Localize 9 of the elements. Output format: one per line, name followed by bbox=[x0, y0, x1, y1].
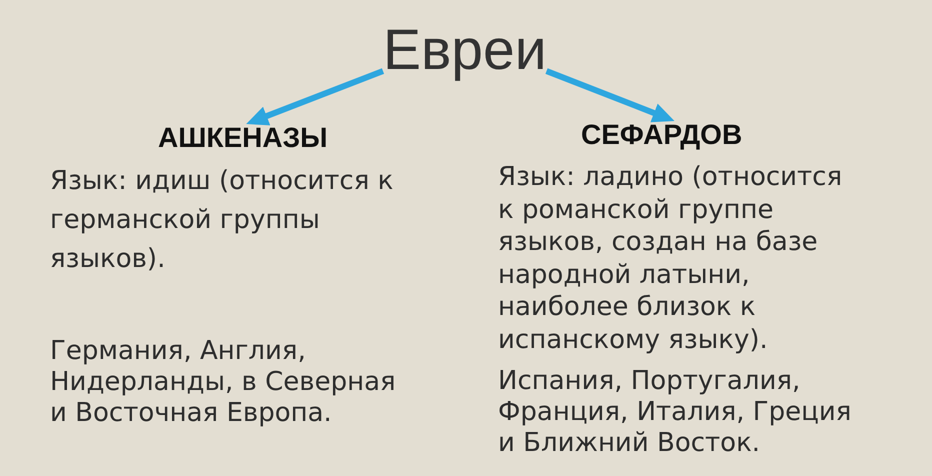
description-text: Испания, Португалия, Франция, Италия, Греция и Ближний Восток. bbox=[498, 366, 852, 459]
description-text: Язык: идиш (относится к германской группы языков). bbox=[50, 165, 394, 276]
group-heading: СЕФАРДОВ bbox=[581, 121, 742, 149]
group-heading: АШКЕНАЗЫ bbox=[158, 124, 328, 152]
root-heading: Евреи bbox=[383, 22, 547, 79]
description-text: Германия, Англия, Нидерланды, в Северная и Восточная Европа. bbox=[50, 336, 397, 429]
arrow bbox=[245, 68, 384, 127]
arrow bbox=[545, 68, 676, 124]
description-text: Язык: ладино (относится к романской группе языков, создан на базе народной латыни, наиболее близок к испанскому языку). bbox=[498, 161, 844, 356]
